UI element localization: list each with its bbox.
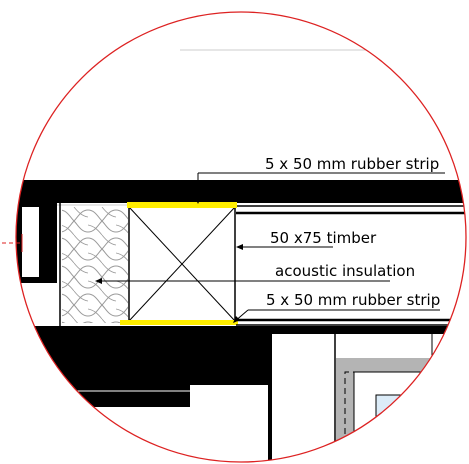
label-acoustic-insulation: acoustic insulation (275, 262, 415, 280)
window-cavity-inner (353, 371, 466, 462)
arrowhead (233, 316, 240, 323)
upper-slab (16, 180, 466, 203)
label-timber: 50 x75 timber (270, 229, 377, 247)
rubber-strip-top (127, 202, 237, 208)
lower-slab (16, 326, 466, 334)
arrowhead (95, 278, 102, 284)
arrowhead (236, 244, 243, 250)
detail-content (16, 49, 466, 462)
window-frame-outer (268, 334, 272, 462)
left-wall-inner (22, 207, 39, 277)
label-rubber-strip-top: 5 x 50 mm rubber strip (265, 155, 439, 173)
arrowhead (195, 197, 201, 204)
annotation-leaders (95, 172, 445, 323)
acoustic-insulation-fill (62, 207, 128, 323)
label-rubber-strip-bottom: 5 x 50 mm rubber strip (266, 291, 440, 309)
rubber-strip-bottom (120, 320, 238, 325)
lower-slab-thick (16, 334, 268, 385)
detail-circle (15, 11, 467, 463)
timber-cross (128, 206, 236, 322)
beam-underside (16, 385, 190, 407)
